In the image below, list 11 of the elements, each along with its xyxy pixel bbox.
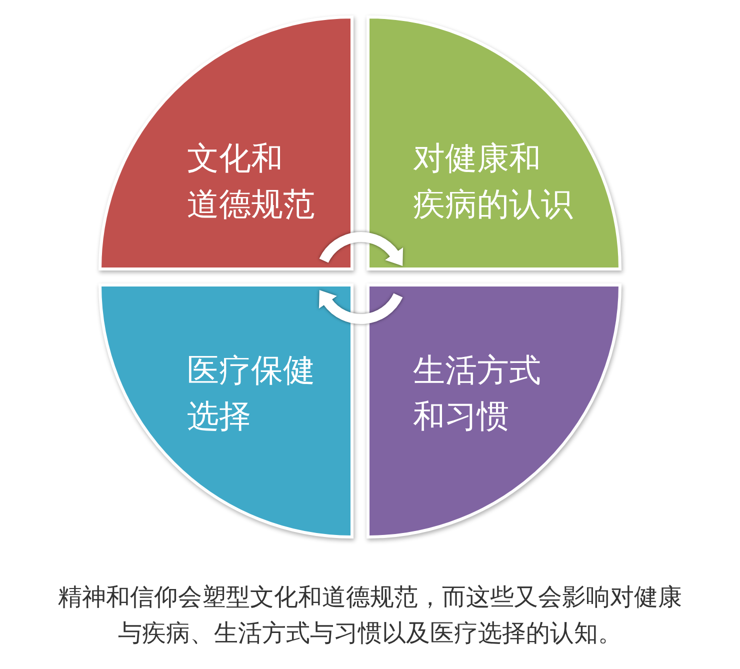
caption: 精神和信仰会塑型文化和道德规范，而这些又会影响对健康与疾病、生活方式与习惯以及医疗选择的认知。 xyxy=(57,582,683,649)
quarter-circle-segment xyxy=(368,17,620,269)
quarter-circle-segment xyxy=(100,17,352,269)
curved-arrow xyxy=(319,232,404,266)
quarter-circle-segment xyxy=(100,285,352,537)
curved-arrow xyxy=(318,290,403,324)
segment-label: 生活方式和习惯 xyxy=(413,350,541,437)
segment-label: 医疗保健选择 xyxy=(187,350,315,437)
segment-label: 对健康和疾病的认识 xyxy=(413,138,573,225)
segment-label: 文化和道德规范 xyxy=(187,138,315,225)
quarter-circle-segment xyxy=(368,285,620,537)
